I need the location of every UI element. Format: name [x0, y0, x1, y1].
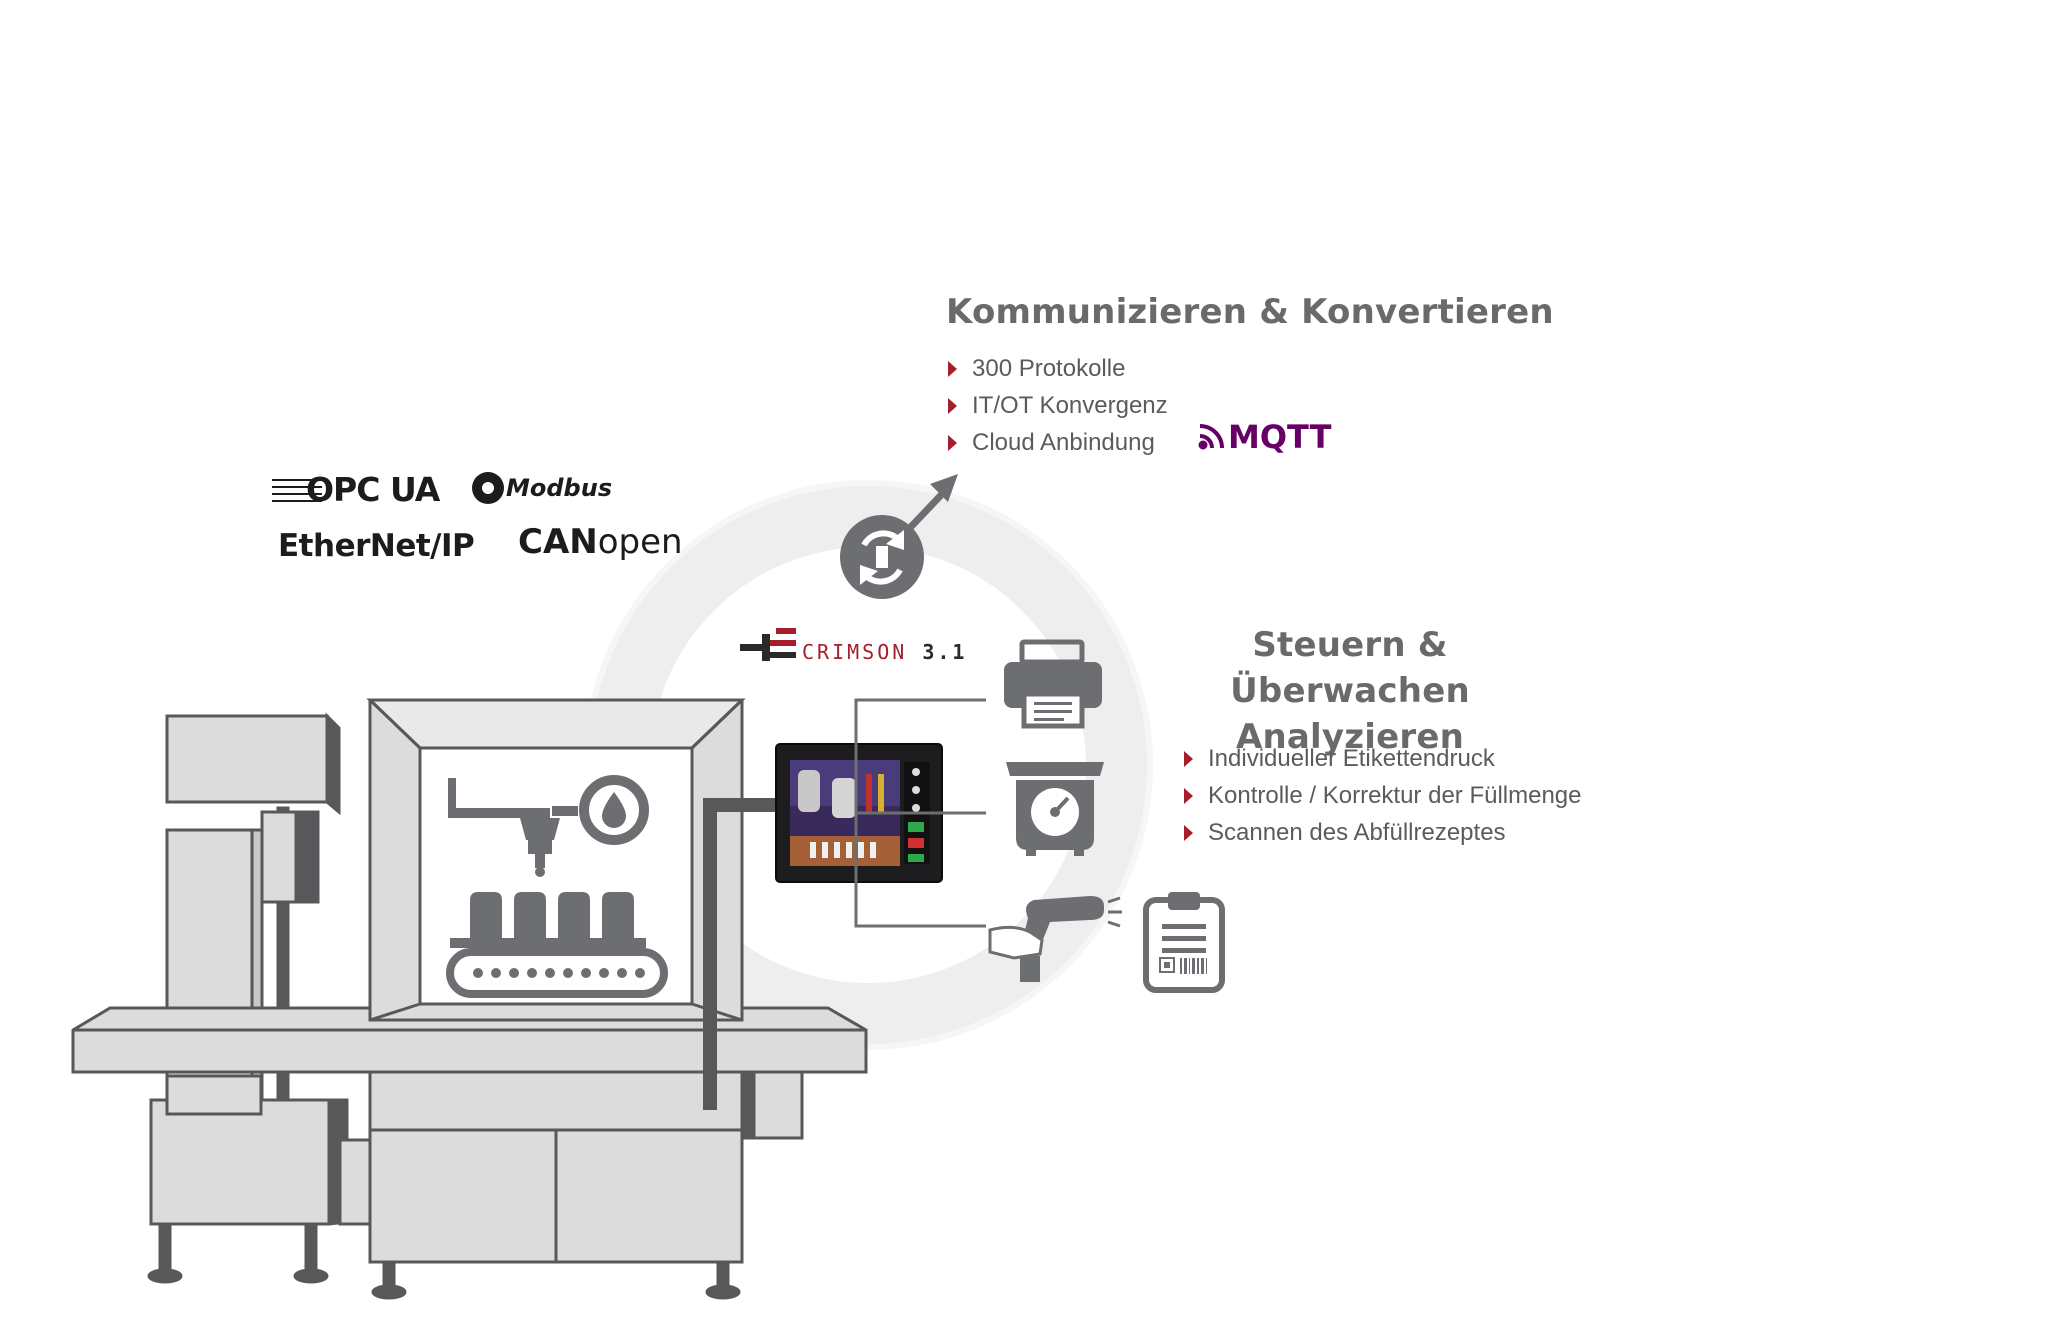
communicate-list: 300 Protokolle IT/OT Konvergenz Cloud An…: [946, 350, 1168, 461]
opcua-mark: [272, 479, 322, 502]
filling-process-icon: [446, 775, 668, 998]
bullet-icon: [948, 435, 957, 451]
bullet-icon: [1184, 825, 1193, 841]
control-heading-line1: Steuern & Überwachen: [1230, 625, 1470, 711]
peripheral-connectors: [854, 698, 986, 928]
list-item: Cloud Anbindung: [946, 424, 1168, 461]
list-item-text: Cloud Anbindung: [972, 429, 1155, 456]
control-heading-line2: Analyzieren: [1235, 717, 1464, 757]
crimson-logo-version: 3.1: [922, 640, 968, 664]
list-item-text: Scannen des Abfüllrezeptes: [1208, 819, 1506, 846]
crimson-logo-name: CRIMSON: [802, 640, 908, 664]
crimson-logo-mark: [740, 628, 796, 661]
list-item: 300 Protokolle: [946, 350, 1168, 387]
scale-icon: [1006, 762, 1104, 856]
list-item-text: Kontrolle / Korrektur der Füllmenge: [1208, 782, 1582, 809]
mqtt-logo: MQTT: [1228, 418, 1332, 456]
modbus-mark: [472, 472, 504, 504]
control-heading: Steuern & Überwachen Analyzieren: [1130, 622, 1570, 760]
list-item: Kontrolle / Korrektur der Füllmenge: [1182, 777, 1582, 814]
bullet-icon: [1184, 751, 1193, 767]
list-item-text: IT/OT Konvergenz: [972, 392, 1168, 419]
list-item-text: 300 Protokolle: [972, 355, 1126, 382]
canopen-logo-open: open: [597, 522, 683, 562]
list-item-text: Individueller Etikettendruck: [1208, 745, 1495, 772]
list-item: Individueller Etikettendruck: [1182, 740, 1582, 777]
bullet-icon: [948, 361, 957, 377]
communicate-heading: Kommunizieren & Konvertieren: [946, 292, 1554, 332]
opcua-logo: OPC UA: [306, 470, 440, 509]
list-item: IT/OT Konvergenz: [946, 387, 1168, 424]
crimson-logo: CRIMSON 3.1: [802, 640, 967, 664]
arrow-up-right-icon: [903, 474, 958, 535]
list-item: Scannen des Abfüllrezeptes: [1182, 814, 1582, 851]
filling-machine: [71, 698, 868, 1300]
bullet-icon: [948, 398, 957, 414]
barcode-scanner-icon: [988, 896, 1122, 982]
bullet-icon: [1184, 788, 1193, 804]
wifi-signal-icon: [1198, 424, 1224, 450]
clipboard-barcode-icon: [1143, 892, 1225, 993]
modbus-logo: Modbus: [506, 474, 613, 502]
canopen-logo-can: CAN: [518, 522, 598, 562]
control-list: Individueller Etikettendruck Kontrolle /…: [1182, 740, 1582, 851]
sync-icon: [840, 515, 924, 599]
ethernetip-logo: EtherNet/IP: [278, 528, 475, 564]
canopen-logo: CANopen: [518, 522, 683, 562]
printer-icon: [1004, 639, 1102, 729]
